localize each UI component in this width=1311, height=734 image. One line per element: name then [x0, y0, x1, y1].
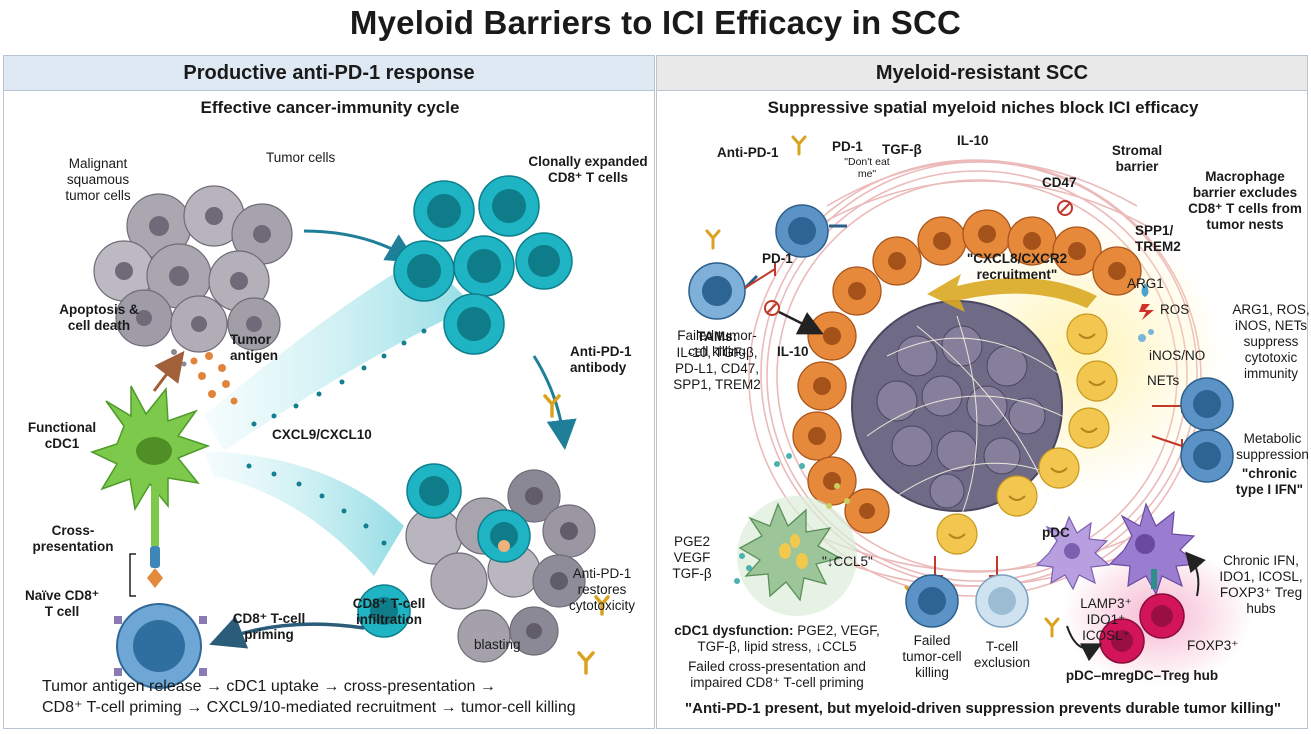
- infiltrating-t-cells: [357, 463, 531, 638]
- label-blasting: blasting: [474, 637, 521, 652]
- label-inos: iNOS/NO: [1149, 348, 1206, 363]
- label-pdc: pDC: [1042, 525, 1070, 540]
- right-footer: "Anti-PD-1 present, but myeloid-driven s…: [685, 700, 1281, 717]
- dysfunctional-cdc1: [737, 496, 857, 616]
- label-anti-pd1-antibody: Anti-PD-1 antibody: [570, 344, 632, 375]
- left-footer-line2: CD8⁺ T-cell priming → CXCL9/10-mediated …: [42, 699, 576, 716]
- neutrophils: [936, 313, 1118, 555]
- label-macrophage-barrier-text: Macrophage barrier excludes CD8⁺ T cells…: [1188, 169, 1302, 232]
- label-il10-top: IL-10: [957, 133, 989, 148]
- label-cxcl: CXCL9/CXCL10: [272, 427, 372, 442]
- label-tgfb: TGF-β: [882, 142, 922, 157]
- label-tumor-cells: Tumor cells: [266, 150, 336, 165]
- chemokine-beam-top: [204, 256, 474, 451]
- label-suppress: ARG1, ROS, iNOS, NETs suppress cytotoxic…: [1232, 302, 1310, 381]
- arrow-hub: [1066, 625, 1103, 662]
- label-pge2: PGE2 VEGF TGF-β: [672, 534, 712, 581]
- cdc1-dysfunction-bold: cDC1 dysfunction:: [674, 623, 794, 638]
- anti-pd1-antibodies: [543, 394, 610, 675]
- label-naive: Naïve CD8⁺ T cell: [25, 588, 99, 619]
- left-panel-header: Productive anti-PD-1 response: [4, 56, 654, 91]
- label-arg1: ARG1: [1127, 276, 1164, 291]
- label-ccl5: "↓CCL5": [822, 554, 873, 569]
- right-subtitle: Suppressive spatial myeloid niches block…: [767, 98, 1199, 117]
- label-tumor-antigen: Tumor antigen: [230, 332, 279, 363]
- label-failed-killing: Failed tumor-cell killing: [677, 328, 757, 359]
- left-diagram: [89, 175, 610, 689]
- label-il10-left: IL-10: [777, 344, 809, 359]
- right-panel: Myeloid-resistant SCC Suppressive spatia…: [656, 55, 1310, 729]
- label-lamp3: LAMP3⁺ IDO1⁺ ICOSL⁺: [1080, 596, 1132, 643]
- label-anti-pd1: Anti-PD-1: [717, 145, 779, 160]
- arrow-tumor-to-clonal: [303, 229, 417, 263]
- label-cxcl8: "CXCL8/CXCR2 recruitment": [966, 251, 1068, 282]
- tams-list: IL-10, TGF-β, PD-L1, CD47, SPP1, TREM2: [673, 345, 761, 392]
- dc-yellow-dots: [826, 483, 850, 509]
- treg-cells: [1099, 569, 1185, 664]
- tumor-core: [851, 300, 1063, 512]
- left-footer-line1: Tumor antigen release → cDC1 uptake → cr…: [42, 678, 496, 695]
- arrow-failed: [778, 310, 824, 335]
- label-macrophage-barrier: Macrophage barrier excludes CD8⁺ T cells…: [1187, 169, 1303, 233]
- tams-block: TAMs: IL-10, TGF-β, PD-L1, CD47, SPP1, T…: [667, 329, 767, 393]
- arrow-clonal-to-tumor: [532, 355, 577, 450]
- label-functional-cdc1: Functional cDC1: [27, 420, 97, 451]
- label-dont-eat: "Don't eat me": [844, 156, 890, 180]
- arrow-ifn: [1185, 551, 1206, 597]
- label-restores: Anti-PD-1 restores cytotoxicity: [568, 566, 636, 613]
- bottom-t-cells: [905, 574, 1029, 628]
- page-title: Myeloid Barriers to ICI Efficacy in SCC: [349, 4, 962, 41]
- recruitment-arrow: [927, 274, 1097, 312]
- label-nets: NETs: [1147, 373, 1180, 388]
- label-infiltration: CD8⁺ T-cell infiltration: [352, 596, 426, 627]
- failed-t-cell-left: [688, 262, 759, 320]
- dc-secreted-dots: [734, 453, 805, 584]
- functional-cdc1: [89, 385, 211, 546]
- label-pd1-b: PD-1: [762, 251, 793, 266]
- left-panel: Productive anti-PD-1 response Effective …: [3, 55, 655, 729]
- label-exclusion: T-cell exclusion: [973, 639, 1031, 670]
- label-clonal: Clonally expanded CD8⁺ T cells: [528, 154, 648, 185]
- arg1-ros-icons: [1138, 283, 1154, 342]
- fiber-mesh: [866, 315, 1098, 527]
- clonal-t-cells: [393, 175, 573, 355]
- label-failed-cross: Failed cross-presentation and impaired C…: [688, 659, 866, 690]
- suppressed-t-cells-right: [1180, 377, 1234, 483]
- arrow-apoptosis: [152, 350, 185, 392]
- label-metabolic: Metabolic suppression: [1236, 431, 1309, 462]
- blocked-t-cell-top: [775, 204, 847, 258]
- label-spp1: SPP1/ TREM2: [1135, 223, 1181, 254]
- label-cross-presentation: Cross-presentation: [32, 523, 114, 554]
- label-pd1-a: PD-1: [832, 139, 863, 154]
- tam-nuclei: [808, 225, 1126, 519]
- label-priming: CD8⁺ T-cell priming: [232, 611, 306, 642]
- right-diagram: [688, 135, 1252, 686]
- arrow-priming: [209, 615, 365, 649]
- label-chronic-list: Chronic IFN, IDO1, ICOSL, FOXP3⁺ Treg hu…: [1219, 553, 1303, 616]
- label-stromal: Stromal barrier: [1111, 143, 1163, 174]
- mhc-tcr-contact: [147, 546, 163, 588]
- right-panel-header: Myeloid-resistant SCC: [657, 56, 1307, 91]
- cdc1-dysfunction-block: cDC1 dysfunction: PGE2, VEGF, TGF-β, lip…: [672, 623, 882, 655]
- label-cd47: CD47: [1042, 175, 1077, 190]
- chemokine-beam-bottom: [204, 451, 404, 576]
- antigen-fragments: [190, 352, 238, 405]
- cross-presentation-bracket: [129, 553, 136, 597]
- left-subtitle: Effective cancer-immunity cycle: [200, 98, 460, 117]
- tams-title: TAMs:: [696, 329, 738, 344]
- tumor-cell-cluster: [93, 185, 293, 353]
- label-hub: pDC–mregDC–Treg hub: [1065, 668, 1219, 683]
- label-ros: ROS: [1160, 302, 1190, 317]
- label-apoptosis: Apoptosis & cell death: [59, 302, 139, 333]
- label-failed-killing-2: Failed tumor-cell killing: [902, 633, 962, 680]
- label-foxp3: FOXP3⁺: [1187, 638, 1239, 653]
- label-malignant: Malignant squamous tumor cells: [65, 156, 131, 203]
- cdc1-dysfunction-rest: PGE2, VEGF, TGF-β, lipid stress, ↓CCL5: [697, 623, 880, 654]
- naive-t-cell: [114, 603, 207, 689]
- chemokine-dots: [246, 328, 427, 546]
- pdc-cell: [1035, 515, 1111, 591]
- mregdc-cell: [1108, 502, 1200, 596]
- label-chronic-ifn-quote: "chronic type I IFN": [1235, 466, 1304, 497]
